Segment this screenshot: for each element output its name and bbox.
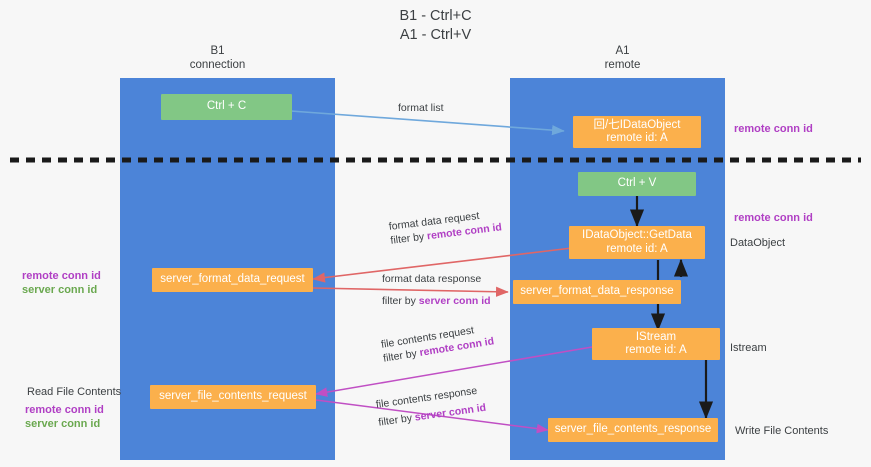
edge-label-format-data-response-filter: filter by server conn id xyxy=(382,294,491,308)
title-line-1: B1 - Ctrl+C xyxy=(399,8,472,24)
annotation-remote-conn-id-top: remote conn id xyxy=(734,123,813,135)
edge-label-format-list-text: format list xyxy=(398,102,444,114)
annotation-dataobject: DataObject xyxy=(730,237,786,249)
lane-header-b1-subtitle: connection xyxy=(189,58,246,71)
idataobject-getdata-node-sublabel: remote id: A xyxy=(606,242,668,255)
server-file-contents-response-node[interactable]: server_file_contents_response xyxy=(548,418,718,442)
server-format-data-request-node-label: server_format_data_request xyxy=(160,273,305,286)
annotation-left-remote-conn-id-bottom: remote conn id xyxy=(25,404,104,416)
edge-label-format-list: format list xyxy=(398,101,444,115)
server-format-data-response-node-label: server_format_data_response xyxy=(520,285,674,298)
annotation-remote-conn-id-mid: remote conn id xyxy=(734,212,813,224)
arrow-file-contents-response xyxy=(315,399,549,434)
lane-header-b1-title: B1 xyxy=(210,45,225,57)
annotation-left-server-conn-id-bottom: server conn id xyxy=(25,418,101,430)
annotation-write-file-contents: Write File Contents xyxy=(735,425,829,437)
annotation-istream: Istream xyxy=(730,342,767,354)
idataobject-node[interactable]: 回/七IDataObject remote id: A xyxy=(573,116,701,148)
lane-header-a1-title: A1 xyxy=(615,45,630,57)
edge-label-format-data-response-text: format data response xyxy=(382,273,482,285)
istream-node-label: IStream xyxy=(635,330,677,343)
arrow-format-list xyxy=(276,109,565,136)
annotation-left-server-conn-id-mid: server conn id xyxy=(22,284,98,296)
arrow-file-contents-request xyxy=(315,346,593,397)
lane-header-b1: B1 connection xyxy=(140,45,295,72)
istream-node-sublabel: remote id: A xyxy=(625,344,687,356)
annotation-read-file-contents: Read File Contents xyxy=(27,386,122,398)
server-file-contents-request-node-label: server_file_contents_request xyxy=(159,390,307,403)
idataobject-node-sublabel: remote id: A xyxy=(606,132,668,144)
filter-key-server-conn-id-1: server conn id xyxy=(418,295,491,307)
lane-header-a1-subtitle: remote xyxy=(604,58,641,71)
server-file-contents-response-node-label: server_file_contents_response xyxy=(554,423,712,436)
title-line-2: A1 - Ctrl+V xyxy=(399,27,472,43)
filter-prefix-2: filter by xyxy=(382,295,419,307)
server-file-contents-request-node[interactable]: server_file_contents_request xyxy=(150,385,316,409)
ctrl-v-node-label: Ctrl + V xyxy=(617,177,657,190)
annotation-left-remote-conn-id-mid: remote conn id xyxy=(22,270,101,282)
idataobject-getdata-node-label: IDataObject::GetData xyxy=(582,229,692,241)
arrow-format-data-request xyxy=(312,247,573,283)
server-format-data-response-node[interactable]: server_format_data_response xyxy=(513,280,681,304)
arrow-format-data-response xyxy=(312,286,509,297)
server-format-data-request-node[interactable]: server_format_data_request xyxy=(152,268,313,292)
lane-header-a1: A1 remote xyxy=(545,45,700,72)
ctrl-c-node-label: Ctrl + C xyxy=(206,100,247,113)
page-title: B1 - Ctrl+C A1 - Ctrl+V xyxy=(0,7,871,45)
istream-node[interactable]: IStream remote id: A xyxy=(592,328,720,360)
idataobject-node-label: 回/七IDataObject xyxy=(593,118,681,131)
ctrl-c-node[interactable]: Ctrl + C xyxy=(161,94,292,120)
edge-label-format-data-response: format data response filter by server co… xyxy=(382,272,491,308)
ctrl-v-node[interactable]: Ctrl + V xyxy=(578,172,696,196)
idataobject-getdata-node[interactable]: IDataObject::GetData remote id: A xyxy=(569,226,705,259)
